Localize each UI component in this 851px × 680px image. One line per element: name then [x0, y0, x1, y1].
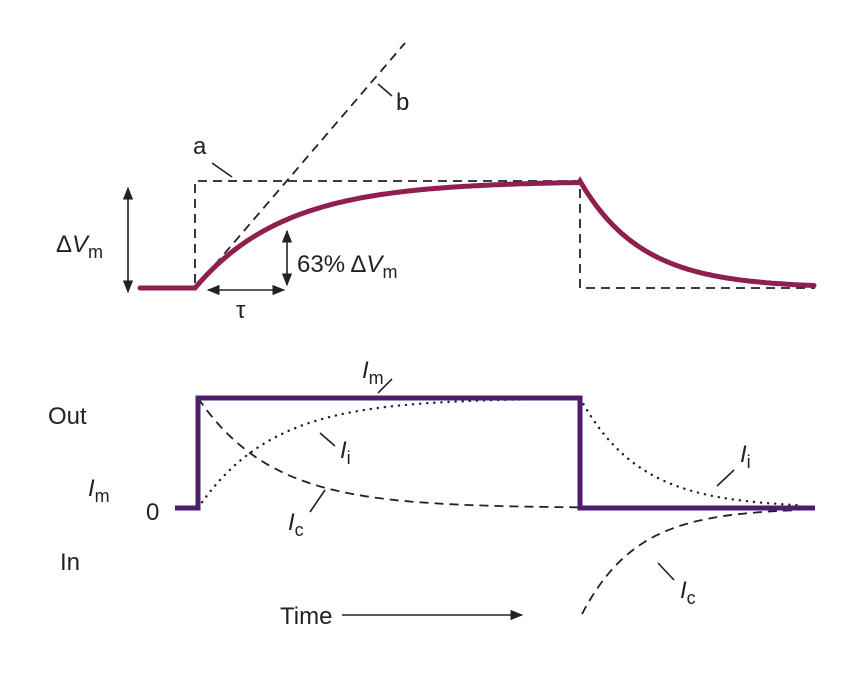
label-ic-left: Ic — [288, 509, 304, 540]
leader-a — [211, 162, 233, 178]
label-im: Im — [362, 357, 384, 388]
voltage-curve — [137, 176, 817, 291]
leader-ic-right — [657, 562, 675, 581]
label-b: b — [396, 89, 409, 116]
label-a: a — [193, 133, 207, 160]
tangent-line-b — [194, 42, 406, 289]
tau-label: τ — [236, 297, 246, 324]
in-label: In — [60, 549, 80, 576]
delta-vm-label: ΔVm — [56, 231, 103, 262]
step-current-dashed-a — [140, 180, 815, 289]
leader-b — [377, 83, 393, 97]
zero-label: 0 — [146, 499, 159, 526]
leader-ii-left — [319, 432, 336, 447]
ionic-current-curve — [196, 396, 801, 510]
out-label: Out — [48, 403, 87, 430]
membrane-current-trace — [175, 395, 815, 511]
leader-ii-right — [716, 469, 735, 487]
label-ii-right: Ii — [740, 441, 751, 472]
63pct-label: 63% ΔVm — [297, 251, 397, 282]
leader-im — [377, 378, 393, 394]
leader-ic-left — [309, 489, 326, 513]
capacitive-current-curve — [197, 397, 799, 615]
label-ii-left: Ii — [340, 437, 351, 468]
label-ic-right: Ic — [680, 577, 696, 608]
time-label: Time — [280, 603, 332, 630]
im-axis-label: Im — [88, 475, 110, 506]
